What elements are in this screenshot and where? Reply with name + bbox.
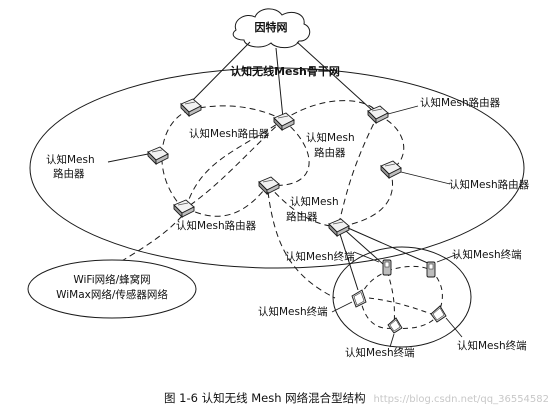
cloud-links xyxy=(186,41,374,119)
terminal-leaders xyxy=(331,251,463,348)
external-network-line2: WiMax网络/传感器网络 xyxy=(56,288,168,301)
label-router-right: 认知Mesh路由器 xyxy=(449,178,530,191)
external-network-ellipse xyxy=(27,259,197,319)
external-network-line1: WiFi网络/蜂窝网 xyxy=(73,273,150,286)
cloud-label: 因特网 xyxy=(255,20,288,34)
backbone-label: 认知无线Mesh骨干网 xyxy=(230,64,340,78)
label-router-middle-1: 认知Mesh xyxy=(290,195,339,208)
label-router-top-center: 认知Mesh路由器 xyxy=(189,127,270,140)
mesh-links xyxy=(161,100,405,228)
router-center xyxy=(258,176,280,195)
label-router-left-1: 认知Mesh xyxy=(46,153,95,166)
router-leaders xyxy=(107,105,451,185)
label-router-top-right: 认知Mesh路由器 xyxy=(420,96,501,109)
terminal-phone-right xyxy=(426,261,436,278)
router-bottom-right xyxy=(328,218,350,237)
label-router-bottom-left: 认知Mesh路由器 xyxy=(176,219,257,232)
internet-cloud: 因特网 xyxy=(232,8,311,49)
backbone-terminal-link xyxy=(267,191,336,299)
label-router-middle-2: 路由器 xyxy=(286,210,318,223)
label-router-left-2: 路由器 xyxy=(53,167,85,180)
backbone-ellipse xyxy=(29,67,525,269)
external-link xyxy=(119,215,183,263)
label-terminal-top-left: 认知Mesh终端 xyxy=(285,250,355,263)
terminal-laptop-bottom xyxy=(387,317,403,334)
router-terminal-links xyxy=(339,227,431,291)
terminal-phone-left xyxy=(382,259,392,276)
watermark: https://blog.csdn.net/qq_36554582 xyxy=(373,394,549,405)
label-terminal-bottom-right: 认知Mesh终端 xyxy=(457,339,527,352)
terminal-laptop-left xyxy=(351,289,367,308)
terminal-laptop-right xyxy=(430,305,447,323)
label-router-center-2: 路由器 xyxy=(314,146,346,159)
terminal-ellipse xyxy=(332,246,472,348)
label-router-center-1: 认知Mesh xyxy=(306,131,355,144)
router-bottom-left xyxy=(173,199,195,218)
figure-caption: 图 1-6 认知无线 Mesh 网络混合型结构 xyxy=(164,391,366,405)
router-left xyxy=(147,146,169,165)
label-terminal-left: 认知Mesh终端 xyxy=(258,305,328,318)
label-terminal-bottom: 认知Mesh终端 xyxy=(345,346,415,359)
label-terminal-top-right: 认知Mesh终端 xyxy=(452,248,522,261)
router-top-left xyxy=(180,98,202,117)
